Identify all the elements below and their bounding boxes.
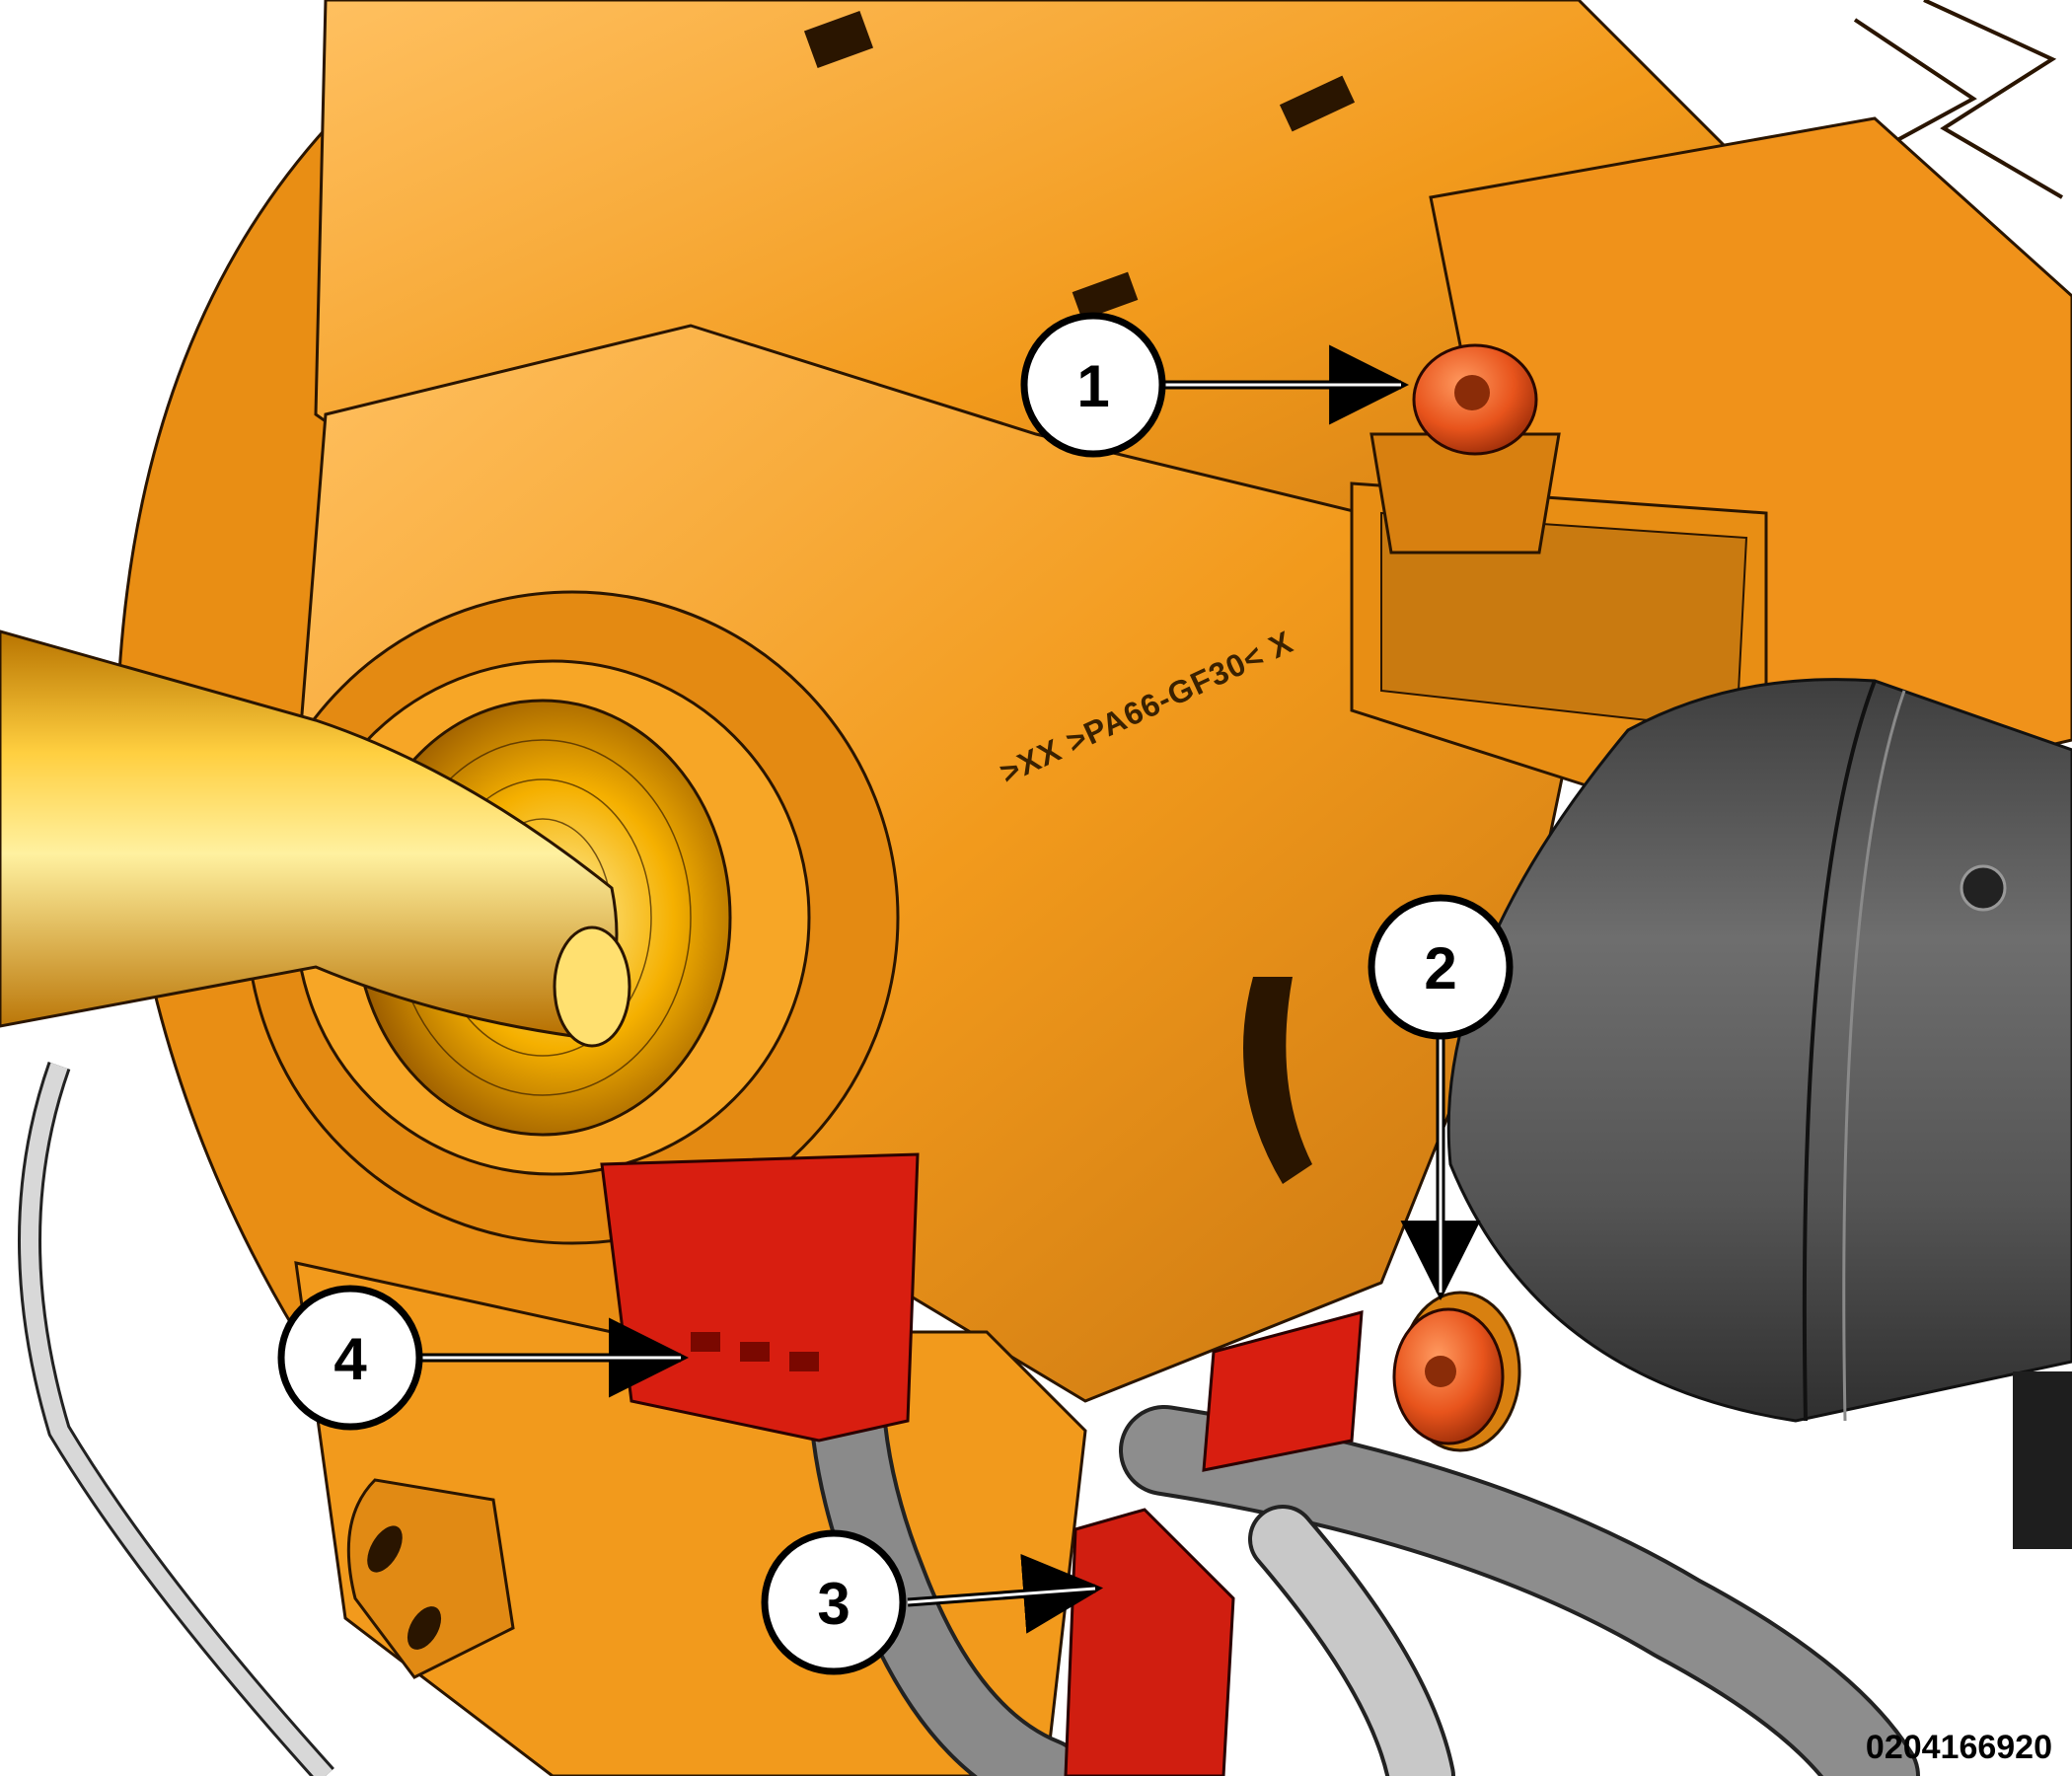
- column-band: [1802, 680, 1877, 1422]
- tab-holes: [367, 1525, 442, 1650]
- callout-3-label: 3: [817, 1571, 850, 1637]
- connector-pins-left: [691, 1332, 819, 1371]
- callout-1-label: 1: [1076, 353, 1109, 419]
- lower-screw: [1392, 1291, 1521, 1452]
- red-connector-bottom: [1064, 1508, 1235, 1776]
- callout-2-label: 2: [1424, 935, 1456, 1001]
- callout-3: 3: [761, 1529, 1104, 1675]
- upper-screw: [1369, 343, 1561, 555]
- red-connector-right: [1202, 1310, 1364, 1472]
- housing-slots: [803, 10, 1356, 321]
- callout-1: 1: [1020, 312, 1410, 458]
- body-slot: [1243, 977, 1312, 1184]
- column-hole: [1960, 864, 2007, 912]
- column-clip: [2013, 1371, 2072, 1549]
- callout-2: 2: [1368, 894, 1514, 1301]
- callout-4-label: 4: [333, 1326, 367, 1392]
- stalk-tip: [553, 925, 631, 1048]
- figure-id: 0204166920: [1866, 1729, 2052, 1766]
- callout-4: 4: [277, 1285, 690, 1431]
- red-connector-left: [600, 1152, 920, 1443]
